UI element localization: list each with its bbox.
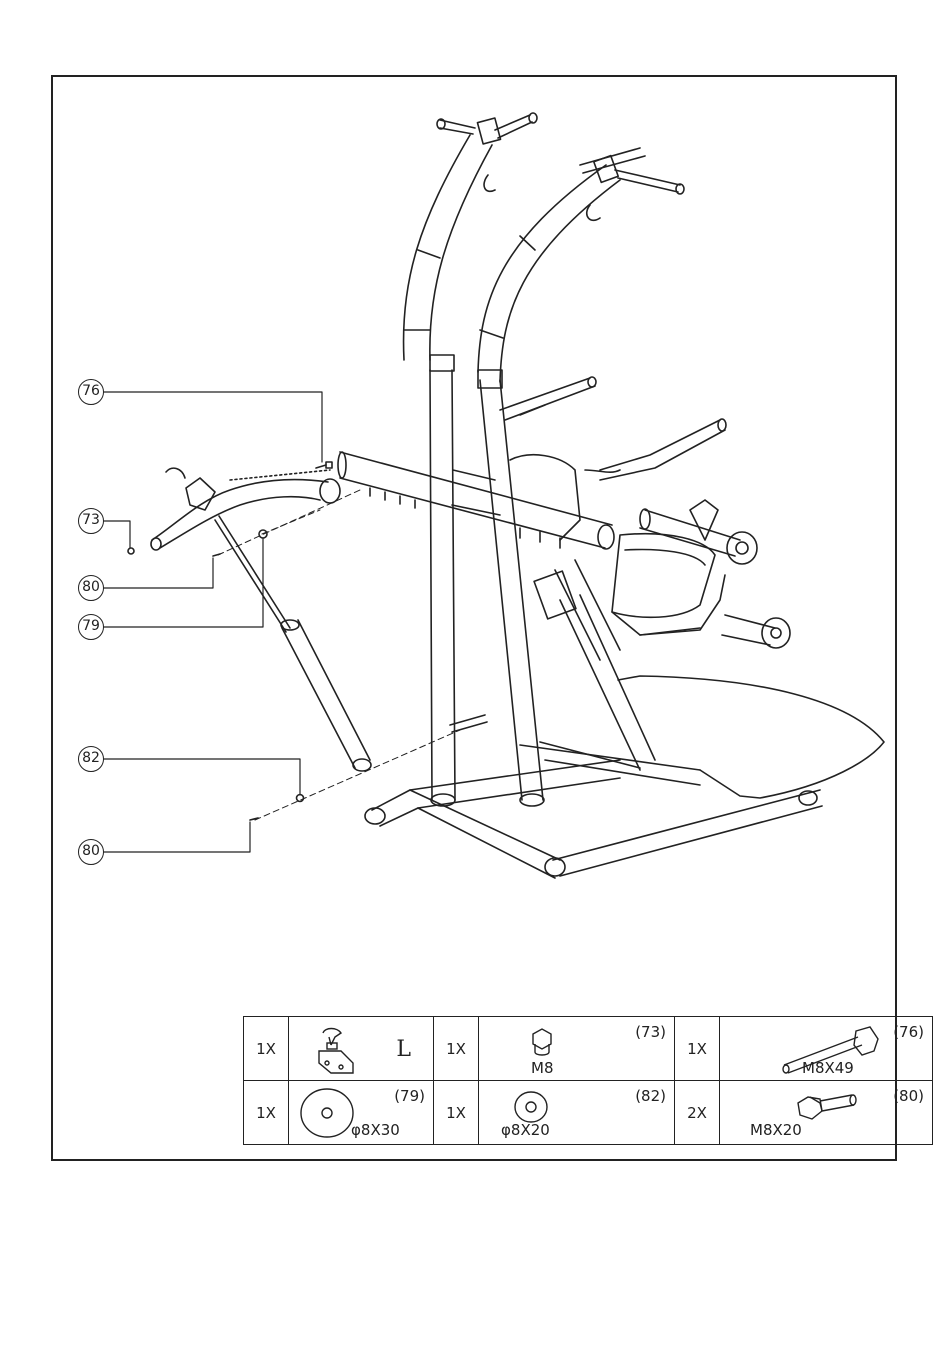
qty-cell: 1X <box>244 1081 289 1145</box>
qty-cell: 1X <box>434 1017 479 1081</box>
part-cell-nut: (73) M8 <box>479 1017 675 1081</box>
part-size: M8X49 <box>802 1059 854 1077</box>
part-ref: (79) <box>394 1087 425 1105</box>
leg-roller-rear <box>722 615 775 645</box>
table-row: 1X L 1X (73) M8 1X <box>244 1017 933 1081</box>
qty-cell: 2X <box>675 1081 720 1145</box>
part-cell-bolt-short: (80) M8X20 <box>720 1081 933 1145</box>
large-washer-thumbnail <box>295 1085 359 1141</box>
left-upright <box>430 370 455 800</box>
table-row: 1X (79) φ8X30 1X (82) φ8X20 2X <box>244 1081 933 1145</box>
dip-handle-arm <box>152 480 328 548</box>
part-ref: (82) <box>635 1087 666 1105</box>
side-label: L <box>396 1037 411 1062</box>
left-curved-tube <box>404 135 492 360</box>
short-bolt-thumbnail <box>792 1089 862 1125</box>
bracket-thumbnail <box>311 1023 361 1077</box>
part-cell-washer-small: (82) φ8X20 <box>479 1081 675 1145</box>
bolt-76-drawn <box>316 465 326 468</box>
part-size: M8X20 <box>750 1121 802 1139</box>
qty-cell: 1X <box>244 1017 289 1081</box>
part-ref: (76) <box>893 1023 924 1041</box>
qty-cell: 1X <box>434 1081 479 1145</box>
part-cell-bolt-long: (76) M8X49 <box>720 1017 933 1081</box>
nut-73-drawn <box>128 548 134 554</box>
front-base-tube <box>553 790 820 860</box>
callout-80: 80 <box>78 575 104 601</box>
callout-76: 76 <box>78 379 104 405</box>
hardware-parts-table: 1X L 1X (73) M8 1X <box>243 1016 933 1145</box>
part-size: φ8X30 <box>351 1121 400 1139</box>
gas-strut-cylinder <box>282 620 370 768</box>
part-ref: (80) <box>893 1087 924 1105</box>
part-size: M8 <box>531 1059 554 1077</box>
seat-frame <box>612 575 725 635</box>
part-size: φ8X20 <box>501 1121 550 1139</box>
rear-base-tube <box>372 760 620 810</box>
callout-80-lower: 80 <box>78 839 104 865</box>
right-upright <box>480 380 543 800</box>
callout-82: 82 <box>78 746 104 772</box>
floor-mat <box>618 676 884 798</box>
qty-cell: 1X <box>675 1017 720 1081</box>
gas-strut-rod <box>215 516 290 632</box>
part-cell-bracket: L <box>289 1017 434 1081</box>
nut-thumbnail <box>527 1026 557 1058</box>
callout-73: 73 <box>78 508 104 534</box>
callout-79: 79 <box>78 614 104 640</box>
part-ref: (73) <box>635 1023 666 1041</box>
part-cell-washer-large: (79) φ8X30 <box>289 1081 434 1145</box>
right-curved-tube <box>478 165 620 382</box>
